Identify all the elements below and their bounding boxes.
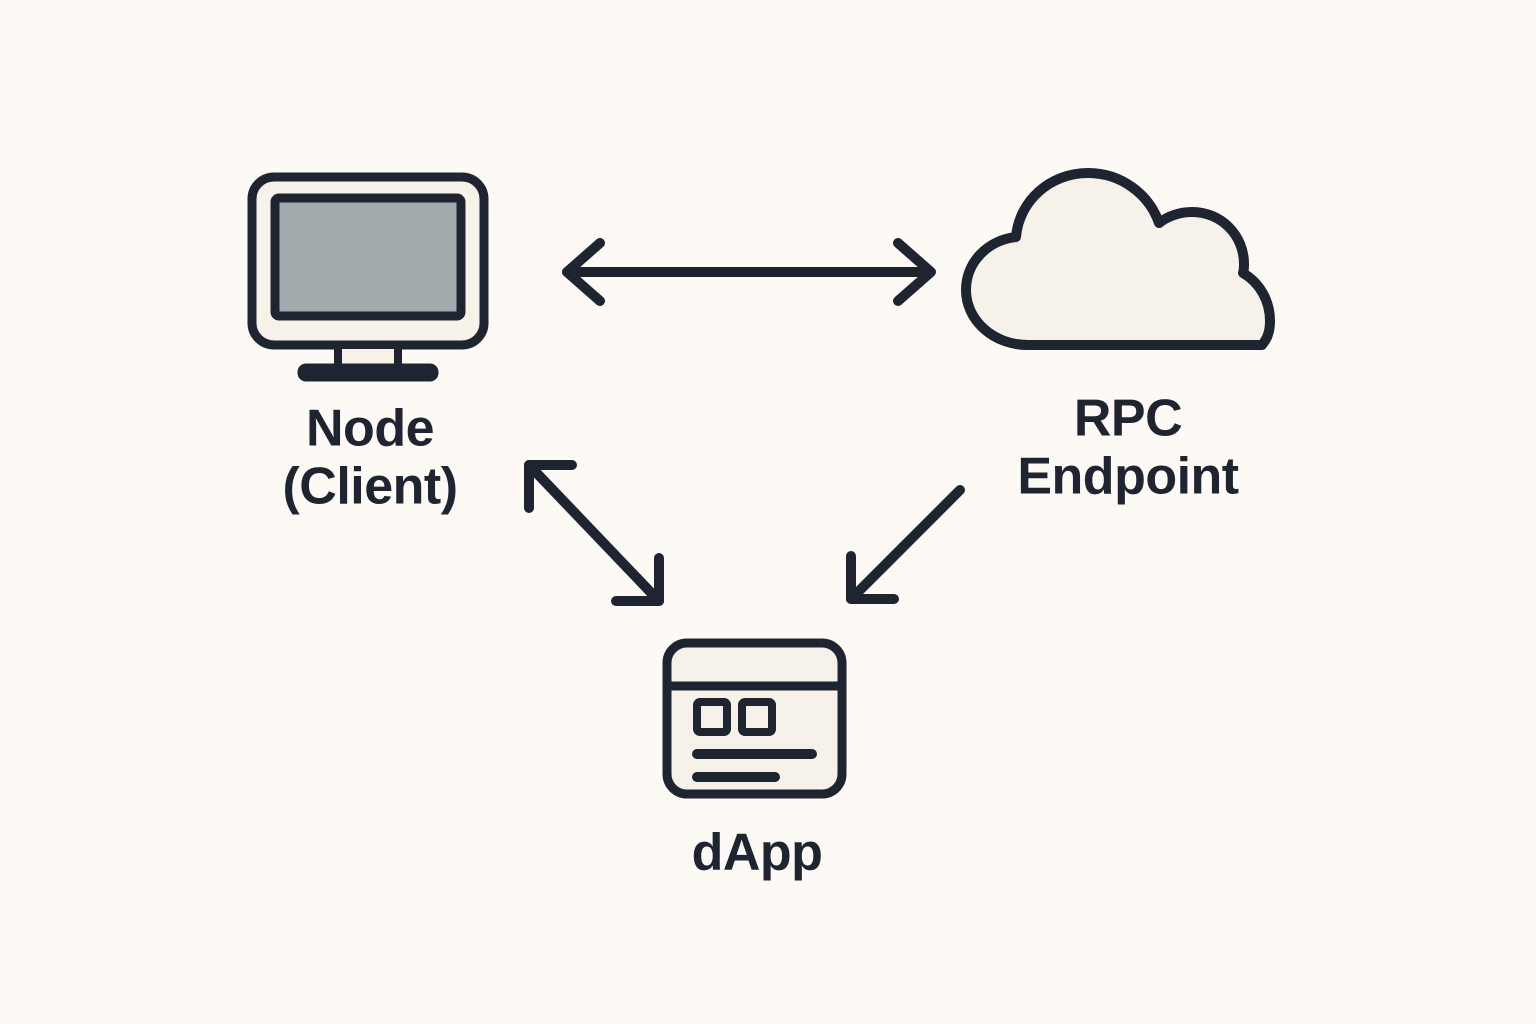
dapp-tile-2 <box>738 698 776 736</box>
dapp-tile-1 <box>693 698 731 736</box>
node-client-label-line1: Node <box>306 400 434 458</box>
arrow-rpc-to-dapp-head <box>846 551 899 604</box>
cloud-icon <box>961 168 1275 350</box>
rpc-endpoint-label-line2: Endpoint <box>1017 448 1238 506</box>
dapp-label: dApp <box>692 824 823 882</box>
monitor-stand-base <box>297 363 439 382</box>
rpc-endpoint-label: RPC Endpoint <box>1017 390 1239 506</box>
rpc-endpoint-label-line1: RPC <box>1074 390 1182 448</box>
node-client-label-line2: (Client) <box>282 458 457 516</box>
arrow-rpc-to-dapp <box>846 485 965 604</box>
arrow-node-to-dapp <box>524 460 664 606</box>
dapp-content-line-short <box>692 772 780 782</box>
browser-window-icon <box>662 638 847 799</box>
arrow-node-to-rpc-head-right <box>893 238 936 306</box>
arrow-rpc-to-dapp-shaft <box>846 485 965 604</box>
monitor-icon <box>247 172 489 382</box>
arrow-node-to-rpc-head-left <box>562 238 605 306</box>
arrow-node-to-dapp-head-lower <box>611 553 664 606</box>
arrow-node-to-rpc <box>562 238 936 306</box>
arrow-node-to-dapp-head-upper <box>524 460 577 513</box>
node-client-label: Node (Client) <box>282 400 458 516</box>
monitor-screen <box>270 193 466 321</box>
dapp-content-line-long <box>692 749 817 759</box>
arrow-node-to-dapp-shaft <box>524 460 664 606</box>
cloud-shape <box>961 168 1275 350</box>
